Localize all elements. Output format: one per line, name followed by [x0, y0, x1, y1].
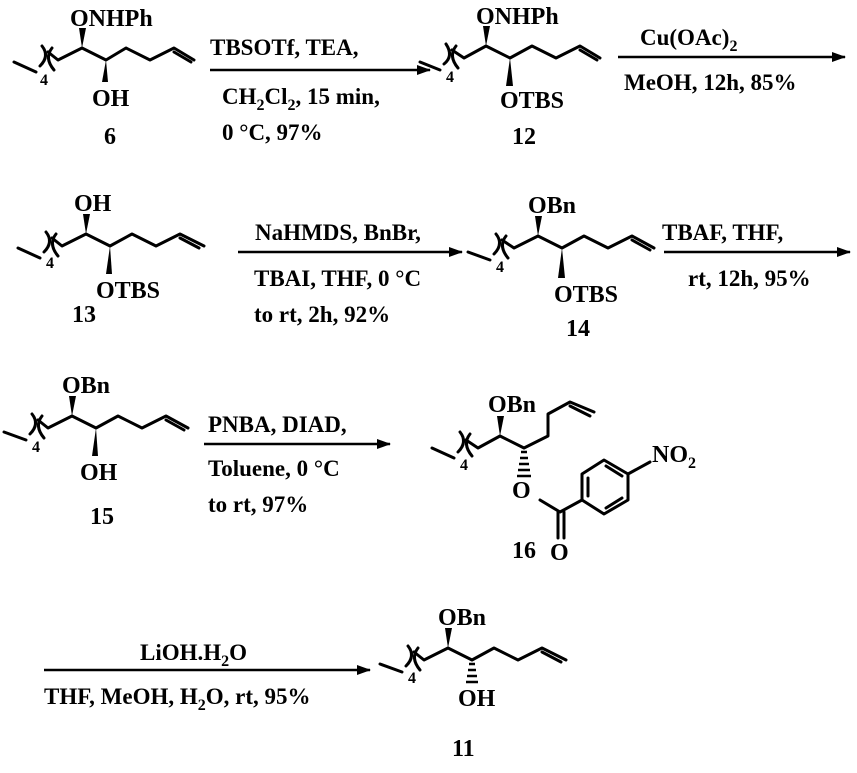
condition-line-1: Cu(OAc)2	[640, 25, 737, 55]
chain-bracket-right	[451, 44, 460, 70]
skeleton-bonds	[2, 414, 190, 442]
wedge-bond-top	[483, 26, 490, 46]
condition-line-1: LiOH.H2O	[140, 640, 247, 670]
reaction-step-2: Cu(OAc)2 MeOH, 12h, 85%	[618, 25, 846, 95]
compound-15: OBn 4 OH 15	[2, 373, 190, 530]
compound-13: OH 4 OTBS 13	[16, 191, 206, 328]
condition-line-2: MeOH, 12h, 85%	[624, 70, 797, 95]
condition-line-2: CH2Cl2, 15 min,	[222, 84, 380, 114]
bottom-substituent: OTBS	[96, 278, 160, 304]
reaction-step-5: PNBA, DIAD, Toluene, 0 °C to rt, 97%	[204, 412, 391, 517]
wedge-bond-top	[535, 216, 542, 236]
wedge-bond-bottom	[102, 60, 108, 82]
compound-16: OBn 4 O O NO2 16	[430, 392, 696, 566]
top-substituent: OBn	[488, 392, 536, 418]
top-substituent: OBn	[438, 605, 486, 631]
condition-line-3: 0 °C, 97%	[222, 120, 323, 145]
compound-number: 16	[512, 538, 536, 564]
skeleton-bonds	[466, 234, 656, 262]
condition-line-2: THF, MeOH, H2O, rt, 95%	[44, 684, 311, 714]
wedge-bond-bottom	[558, 248, 565, 278]
hashed-bond	[466, 662, 478, 684]
compound-6: ONHPh 4 OH 6	[12, 6, 196, 150]
chain-bracket	[456, 430, 465, 454]
chain-count: 4	[40, 72, 48, 89]
chain-bracket-right	[465, 432, 474, 458]
reaction-step-4: TBAF, THF, rt, 12h, 95%	[662, 220, 851, 291]
skeleton-bonds	[12, 46, 196, 74]
chain-bracket-right	[501, 234, 510, 260]
condition-line-1: TBAF, THF,	[662, 220, 783, 245]
chain-bracket	[492, 232, 501, 256]
compound-number: 12	[512, 124, 536, 150]
chain-bracket	[442, 42, 451, 66]
condition-line-1: PNBA, DIAD,	[208, 412, 347, 437]
nitro-group: NO2	[652, 442, 696, 472]
condition-line-1: NaHMDS, BnBr,	[255, 220, 421, 245]
chain-bracket	[38, 44, 47, 68]
chain-count: 4	[460, 457, 468, 474]
chain-count: 4	[32, 439, 40, 456]
condition-line-3: to rt, 97%	[208, 492, 308, 517]
condition-line-2: TBAI, THF, 0 °C	[254, 266, 421, 291]
bottom-substituent: OH	[92, 86, 130, 112]
top-substituent: ONHPh	[70, 6, 153, 32]
compound-number: 6	[104, 124, 116, 150]
chain-bracket	[28, 412, 37, 436]
wedge-bond-top	[69, 396, 76, 416]
top-substituent: ONHPh	[476, 4, 559, 30]
hashed-bond	[517, 450, 531, 478]
chain-count: 4	[496, 259, 504, 276]
ester-oxygen: O	[512, 478, 531, 504]
chain-bracket-right	[47, 46, 56, 72]
bottom-substituent: OTBS	[500, 88, 564, 114]
bottom-substituent: OH	[80, 460, 118, 486]
chain-count: 4	[408, 670, 416, 687]
condition-line-3: to rt, 2h, 92%	[254, 302, 390, 327]
wedge-bond-top	[83, 214, 90, 234]
wedge-bond-bottom	[506, 58, 513, 86]
chain-count: 4	[46, 255, 54, 272]
bottom-substituent: OTBS	[554, 282, 618, 308]
chain-count: 4	[446, 69, 454, 86]
ester-bonds	[538, 498, 584, 540]
reaction-step-3: NaHMDS, BnBr, TBAI, THF, 0 °C to rt, 2h,…	[238, 220, 463, 327]
compound-number: 15	[90, 504, 114, 530]
compound-12: ONHPh 4 OTBS 12	[418, 4, 602, 150]
wedge-bond-top	[497, 416, 504, 436]
benzene-ring	[580, 458, 630, 516]
wedge-bond-top	[79, 28, 86, 48]
chain-bracket	[42, 230, 51, 254]
wedge-bond-top	[445, 628, 452, 648]
compound-11: OBn 4 OH 11	[378, 605, 568, 762]
compound-number: 13	[72, 302, 96, 328]
compound-number: 14	[566, 316, 590, 342]
top-substituent: OBn	[62, 373, 110, 399]
chain-bracket-right	[413, 646, 422, 672]
skeleton-bonds	[378, 646, 568, 674]
chain-bracket-right	[51, 232, 60, 258]
reaction-step-6: LiOH.H2O THF, MeOH, H2O, rt, 95%	[44, 640, 371, 714]
carbonyl-oxygen: O	[550, 540, 569, 566]
compound-number: 11	[452, 736, 475, 762]
chain-bracket	[404, 644, 413, 668]
bottom-substituent: OH	[458, 686, 496, 712]
reaction-step-1: TBSOTf, TEA, CH2Cl2, 15 min, 0 °C, 97%	[210, 35, 431, 145]
condition-line-2: rt, 12h, 95%	[688, 266, 811, 291]
nitro-bond	[626, 460, 652, 476]
wedge-bond-bottom	[92, 428, 98, 456]
skeleton-bonds	[418, 44, 602, 72]
skeleton-bonds	[16, 232, 206, 260]
condition-line-1: TBSOTf, TEA,	[210, 35, 359, 60]
chain-bracket-right	[37, 414, 46, 440]
condition-line-2: Toluene, 0 °C	[208, 456, 340, 481]
top-substituent: OBn	[528, 193, 576, 219]
skeleton-bonds	[430, 400, 596, 460]
compound-14: OBn 4 OTBS 14	[466, 193, 656, 342]
wedge-bond-bottom	[106, 246, 112, 274]
top-substituent: OH	[74, 191, 112, 217]
